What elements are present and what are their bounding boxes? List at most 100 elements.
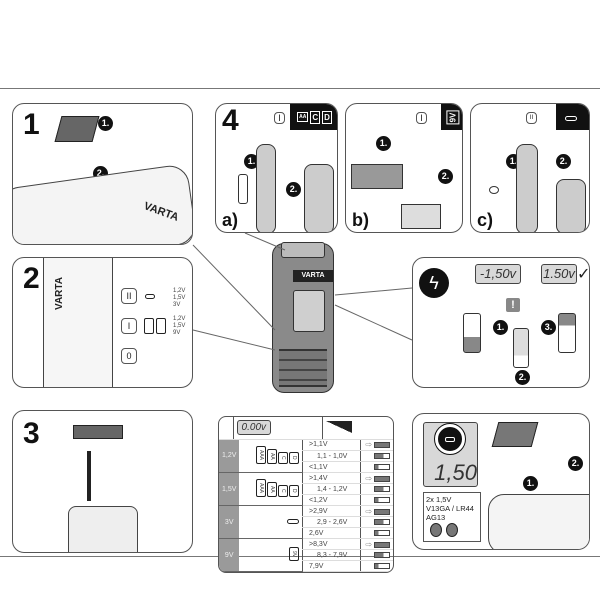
battery-level-bar: [374, 452, 390, 459]
battery-type-icon: AA: [267, 449, 277, 464]
battery-rotating: [513, 328, 529, 368]
battery-type-icon: D: [289, 485, 299, 497]
9v-badge: 9V: [441, 104, 462, 130]
lcd-negative: -1,50v: [475, 264, 521, 284]
rotate-symbol-icon: [434, 423, 466, 455]
voltage-range: >1,4V: [301, 472, 361, 484]
marker-1: 1.: [244, 154, 259, 169]
battery-types-badge: AA C D: [290, 104, 337, 130]
check-icon: ✓: [577, 266, 590, 283]
arrow-icon: ⇨: [365, 473, 373, 483]
polarity-warning-panel: ϟ -1,50v 1.50v ✓ ! 1. 2. 3.: [412, 257, 590, 388]
level-indicator: [360, 494, 393, 506]
level-indicator: ⇨: [360, 505, 393, 517]
top-cap: [281, 242, 325, 258]
battery-level-bar: [374, 541, 390, 548]
level-indicator: [360, 527, 393, 539]
step-number: 4: [222, 104, 239, 137]
voltage-range: 1,1 - 1,0V: [301, 450, 361, 462]
group-voltage: 3V: [219, 505, 240, 539]
battery-level-bar: [374, 508, 390, 515]
exclamation-icon: !: [506, 298, 520, 312]
step-4c-panel: II 1. 2. c): [470, 103, 590, 233]
level-scale-icon: [326, 420, 353, 433]
9v-battery-illustration: [351, 164, 403, 189]
voltage-range: 2,6V: [301, 527, 361, 539]
battery-cover-icon: [73, 425, 123, 439]
group-voltage: 1,2V: [219, 439, 240, 473]
battery-tester-device: VARTA: [272, 242, 334, 393]
aa-battery-icon: [238, 174, 248, 204]
table-row: 2,6V: [219, 527, 393, 539]
voltage-range: 1,4 - 1,2V: [301, 483, 361, 495]
lightning-warning-icon: ϟ: [419, 268, 449, 298]
level-indicator: [360, 549, 393, 561]
step-3-panel: 3: [12, 410, 193, 553]
battery-type-icon: D: [289, 452, 299, 464]
type-aa: AA: [297, 112, 309, 122]
device-illustration: [488, 494, 589, 549]
group-voltage: 9V: [219, 538, 240, 572]
battery-type-icon: AA: [267, 482, 277, 497]
arrow-icon: ⇨: [365, 440, 373, 450]
device-side-illustration: [43, 258, 113, 387]
voltage-range: <1,1V: [301, 461, 361, 473]
table-row: <1,2V: [219, 494, 393, 506]
switch-position-ii: II: [121, 288, 137, 304]
button-cell-icon: [287, 518, 299, 524]
9v-battery-icon: [156, 318, 166, 334]
battery-correct-orientation: [558, 313, 576, 353]
marker-3: 3.: [541, 320, 556, 335]
table-row: <1,1V: [219, 461, 393, 473]
marker-1: 1.: [493, 320, 508, 335]
spec-line: V13GA / LR44: [426, 504, 474, 513]
sub-label-a: a): [222, 210, 239, 230]
type-c: C: [310, 110, 321, 124]
button-cell-icon: [145, 294, 155, 299]
battery-level-bar: [374, 551, 390, 558]
voltage-range: >8,3V: [301, 538, 361, 550]
lcd-reading: 0.00v: [236, 420, 272, 436]
sub-label-b: b): [352, 210, 369, 230]
battery-level-bar: [374, 463, 390, 470]
switch-position-i: I: [416, 112, 427, 124]
voltage-range: >2,9V: [301, 505, 361, 517]
table-row: 1,4 - 1,2V: [219, 483, 393, 495]
battery-level-bar: [374, 485, 390, 492]
marker-2: 2.: [438, 169, 453, 184]
group-voltage: 1,5V: [219, 472, 240, 506]
marker-2: 2.: [568, 456, 583, 471]
button-cell-badge: [556, 104, 589, 130]
battery-type-icon: 9V: [289, 546, 299, 562]
switch-position-ii: II: [526, 112, 537, 124]
voltage-range: <1,2V: [301, 494, 361, 506]
voltage-range: 7,9V: [301, 560, 361, 572]
arrow-icon: ⇨: [365, 539, 373, 549]
step-2-panel: 2 VARTA II I 0 1,2V 1,5V 3V 1,2V 1,5V 9V: [12, 257, 193, 388]
marker-1: 1.: [376, 136, 391, 151]
button-cell-replacement-panel: 1,50 2x 1,5V V13GA / LR44 AG13 1. 2.: [412, 413, 590, 550]
battery-level-bar: [374, 475, 390, 482]
step-4a-panel: 4 I AA C D 1. 2. a): [215, 103, 338, 233]
marker-2: 2.: [556, 154, 571, 169]
lcd-ok: 1.50v: [541, 264, 577, 284]
marker-1: 1.: [523, 476, 538, 491]
cell-spec-box: 2x 1,5V V13GA / LR44 AG13: [423, 492, 481, 542]
voltages-i: 1,2V 1,5V 9V: [173, 316, 186, 336]
cover-illustration: [491, 422, 539, 447]
9v-battery-illustration: [401, 204, 441, 229]
battery-level-bar: [374, 496, 390, 503]
spec-line: 2x 1,5V: [426, 495, 452, 504]
step-4b-panel: I 9V 1. 2. b): [345, 103, 463, 233]
step-1-panel: 1 1. 2. VARTA: [12, 103, 193, 245]
spec-line: AG13: [426, 513, 446, 522]
tester-illustration: [304, 164, 334, 232]
device-grip: [279, 349, 327, 387]
voltage-range: >1,1V: [301, 439, 361, 451]
battery-level-bar: [374, 529, 390, 536]
